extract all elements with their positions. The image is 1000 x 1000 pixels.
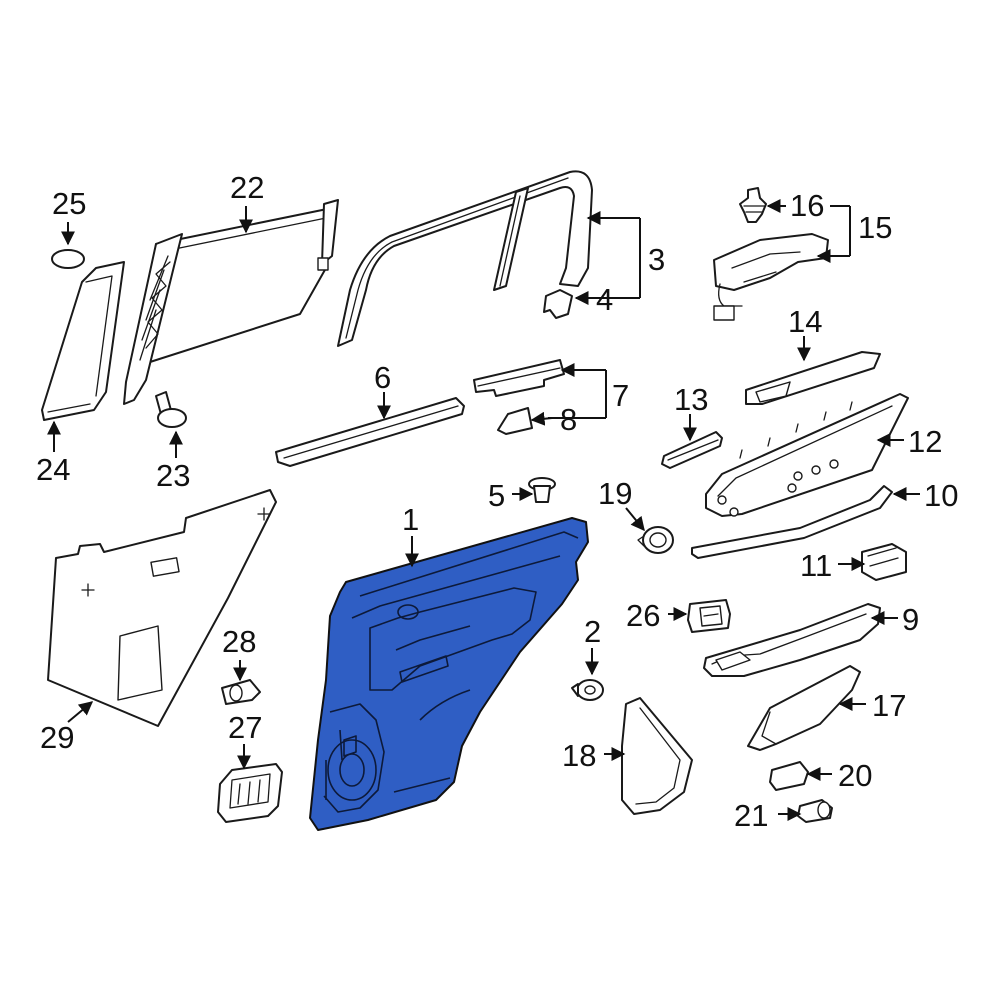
callout-27: 27 xyxy=(228,710,262,745)
callout-3: 3 xyxy=(648,242,665,277)
part-19-grommet xyxy=(637,526,674,554)
part-1-door-trim-panel xyxy=(309,517,589,831)
callout-2: 2 xyxy=(584,614,601,649)
callout-12: 12 xyxy=(908,424,942,459)
part-21-plug xyxy=(797,799,833,823)
callout-4: 4 xyxy=(596,282,613,317)
callout-18: 18 xyxy=(562,738,596,773)
callout-5: 5 xyxy=(488,478,505,513)
callout-10: 10 xyxy=(924,478,958,513)
part-15-handle-assembly xyxy=(713,233,829,321)
part-11-switch-housing xyxy=(861,543,907,581)
callout-labels: 25 24 22 23 3 4 16 15 14 6 7 8 13 12 10 … xyxy=(36,170,958,833)
part-28-cap xyxy=(221,679,261,705)
callout-24: 24 xyxy=(36,452,70,487)
leader-29 xyxy=(67,701,94,723)
callout-20: 20 xyxy=(838,758,872,793)
part-22-window-shade xyxy=(123,199,339,405)
callout-22: 22 xyxy=(230,170,264,205)
part-23-push-clip xyxy=(155,391,187,428)
callout-23: 23 xyxy=(156,458,190,493)
leader-lines xyxy=(47,199,920,821)
callout-1: 1 xyxy=(402,502,419,537)
part-25-cap xyxy=(51,249,85,269)
part-17-pocket-liner xyxy=(747,665,861,751)
part-9-armrest-trim xyxy=(703,603,881,677)
part-29-insulation-panel xyxy=(47,489,277,727)
callout-29: 29 xyxy=(40,720,74,755)
part-20-cap xyxy=(769,761,809,791)
part-26-switch xyxy=(687,599,731,633)
part-13-trim-strip xyxy=(661,431,723,469)
callout-26: 26 xyxy=(626,598,660,633)
part-3-frame-weatherstrip xyxy=(337,170,593,347)
part-10-molding-strip xyxy=(691,485,893,559)
callout-8: 8 xyxy=(560,402,577,437)
part-14-armrest-strip xyxy=(745,351,881,405)
callout-9: 9 xyxy=(902,602,919,637)
part-2-push-pin xyxy=(571,679,604,701)
callout-16: 16 xyxy=(790,188,824,223)
callout-19: 19 xyxy=(598,476,632,511)
part-18-corner-cover xyxy=(621,697,693,815)
callout-7: 7 xyxy=(612,378,629,413)
callout-11: 11 xyxy=(800,548,832,583)
callout-21: 21 xyxy=(734,798,768,833)
part-16-clip xyxy=(739,187,767,223)
part-24-pillar-trim xyxy=(41,261,125,421)
callout-13: 13 xyxy=(674,382,708,417)
part-7-trim-piece xyxy=(473,359,565,397)
callout-15: 15 xyxy=(858,210,892,245)
part-8-bracket xyxy=(497,407,533,435)
part-4-corner-clip xyxy=(543,289,573,319)
callout-17: 17 xyxy=(872,688,906,723)
part-27-vent-housing xyxy=(217,763,283,823)
callout-25: 25 xyxy=(52,186,86,221)
leader-19 xyxy=(625,507,645,532)
callout-14: 14 xyxy=(788,304,822,339)
part-12-trim-insert xyxy=(705,393,909,517)
leader-8 xyxy=(530,411,553,426)
callout-28: 28 xyxy=(222,624,256,659)
part-5-plug xyxy=(528,477,556,503)
callout-6: 6 xyxy=(374,360,391,395)
part-6-belt-weatherstrip xyxy=(275,397,465,467)
